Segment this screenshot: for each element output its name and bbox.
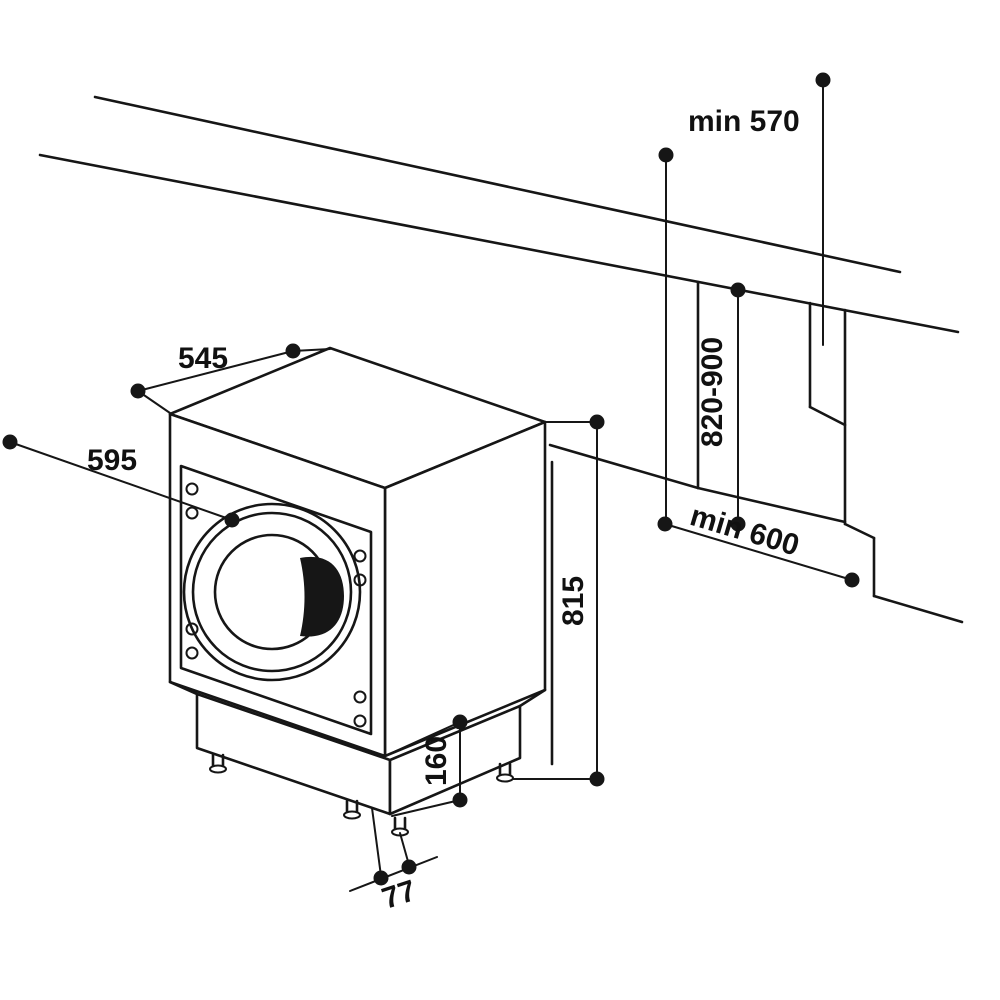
label-front-width: 595 [87,444,137,477]
washing-machine [168,346,547,837]
worktop-front-edge [93,95,902,274]
dimension-dot [2,434,18,450]
porthole-door [182,502,362,682]
dimension-dot [130,383,146,399]
dimension-dot [373,870,389,886]
dimension-dot [401,859,417,875]
plinth-base [168,680,547,837]
mounting-hole [185,482,199,496]
dimension-160: 160 [384,714,468,817]
dimension-dot [815,72,831,88]
cabinet-niche [548,280,964,766]
dimension-dot [730,282,746,298]
niche-floor-front-edge [548,443,700,490]
dimension-min-570: min 570 [658,72,831,525]
dimension-dot [658,147,674,163]
mounting-hole [185,646,199,660]
dimension-dot [452,714,468,730]
plinth-recess-edge [518,688,547,708]
worktop-lines [38,95,960,334]
label-plinth-height: 160 [420,736,453,786]
dimension-min-600: min 600 [657,499,860,588]
front-mounting-panel [179,464,373,736]
mounting-holes [185,482,367,728]
door-outer-ring [182,502,362,682]
door-handle-shade [300,556,344,637]
adjustable-foot [496,762,514,783]
niche-floor-side-edge [696,486,847,524]
dimension-dot [589,414,605,430]
dimension-dot [224,512,240,528]
label-top-depth: 545 [178,342,228,375]
mounting-hole [353,549,367,563]
dimension-820-900: 820-900 [696,282,746,532]
cabinet-plinth-step [843,522,876,540]
floor-line [872,594,964,624]
dimension-dot [285,343,301,359]
label-worktop-depth-min: min 570 [688,105,800,138]
label-niche-height-range: 820-900 [696,337,729,447]
dimension-dot [844,572,860,588]
adjustable-foot [343,799,361,820]
door-mid-ring [191,511,353,673]
plinth-side [388,704,522,816]
mounting-hole [185,506,199,520]
dimension-815: 815 [512,414,605,787]
dimension-545: 545 [130,342,331,414]
dimension-dot [589,771,605,787]
dimension-dot [452,792,468,808]
mounting-hole [353,690,367,704]
cabinet-notch-diagonal [808,405,847,427]
mounting-hole [353,714,367,728]
dimension-77: 77 [349,807,438,916]
dimension-595: 595 [2,434,240,528]
plinth-recess-edge [168,680,199,696]
dimension-dot [730,516,746,532]
adjustable-foot [209,753,227,774]
worktop-back-edge [38,153,960,334]
dimension-dot [657,516,673,532]
label-body-height: 815 [557,576,590,626]
